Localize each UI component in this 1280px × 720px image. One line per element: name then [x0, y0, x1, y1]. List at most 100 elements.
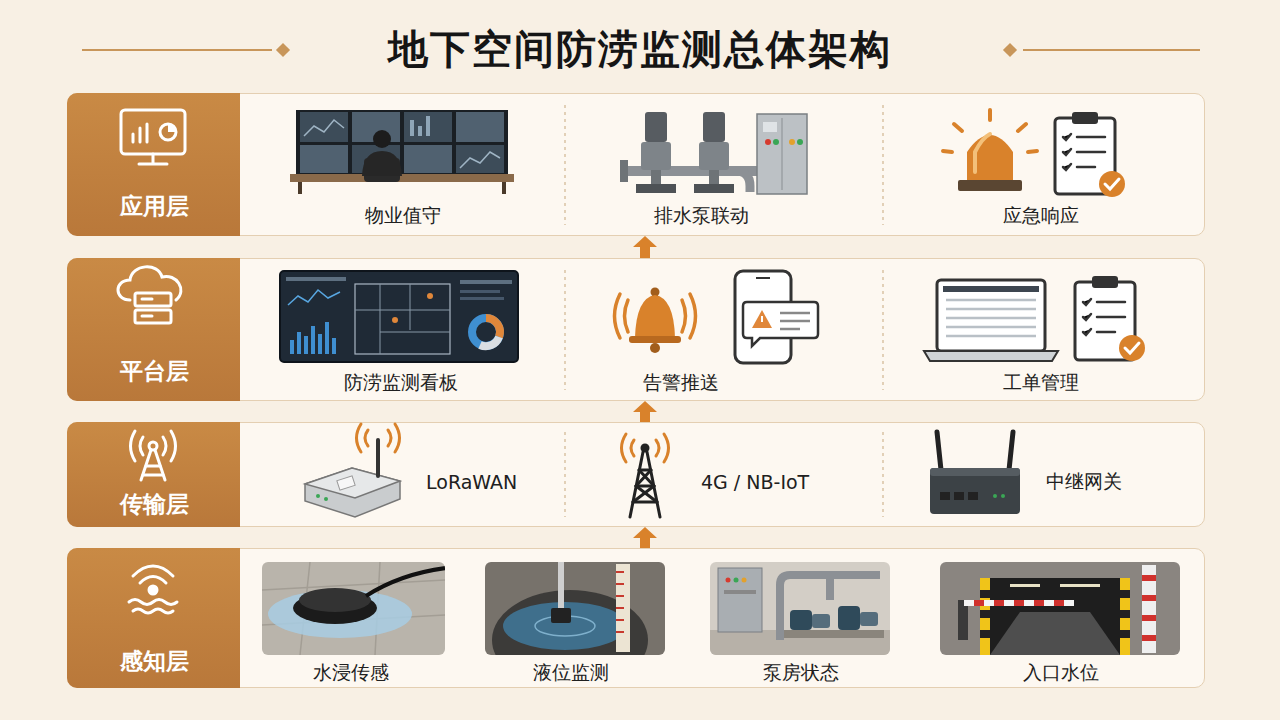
- antenna-icon: [163, 437, 166, 455]
- antenna-icon: [171, 431, 176, 461]
- pump-group: [709, 170, 719, 184]
- garage-entrance-photo: [940, 562, 1180, 655]
- cloud-server-icon: [142, 315, 152, 318]
- monitor-wall: [362, 151, 402, 176]
- monitor-wall: [300, 112, 348, 142]
- checklist-icon: [1083, 299, 1091, 305]
- antenna-icon: [146, 465, 160, 468]
- laptop-icon: [946, 317, 1036, 320]
- title-ornament: [1023, 49, 1200, 51]
- checklist-icon: [1075, 276, 1145, 361]
- item-label: 液位监测: [533, 660, 609, 686]
- column-divider: [882, 105, 884, 225]
- checklist-icon: [1077, 136, 1105, 139]
- checklist-icon: [1119, 335, 1145, 361]
- laptop-icon: [946, 308, 1036, 311]
- laptop-icon: [946, 335, 1036, 338]
- monitor-wall: [373, 130, 391, 148]
- dashboard-screen: [304, 336, 308, 354]
- checklist-icon: [1097, 331, 1115, 334]
- relay-gateway: [1009, 432, 1013, 470]
- phone-alert: [752, 310, 772, 328]
- lora-router: [395, 424, 400, 452]
- level-probe-photo: [616, 607, 624, 609]
- checklist-icon: [1097, 316, 1125, 319]
- monitor-icon: [121, 110, 185, 164]
- relay-gateway: [993, 494, 997, 498]
- water-sensor-photo: [262, 562, 445, 655]
- lora-router: [305, 468, 400, 517]
- monitor-icon: [139, 128, 142, 142]
- pump-room-photo: [724, 590, 756, 594]
- pump-room-photo: [826, 575, 834, 600]
- pump-group: [703, 112, 725, 142]
- item-label: 排水泵联动: [654, 203, 749, 229]
- checklist-icon: [1083, 299, 1125, 335]
- item-label: 泵房状态: [763, 660, 839, 686]
- relay-gateway: [930, 468, 1020, 514]
- laptop-icon: [924, 351, 1058, 361]
- pump-group: [773, 139, 779, 145]
- dashboard-screen: [280, 271, 518, 362]
- water-sensor-photo: [299, 588, 371, 612]
- checklist-icon: [1077, 151, 1105, 154]
- water-sensor-photo: [293, 592, 377, 624]
- garage-entrance-photo: [990, 612, 1120, 655]
- relay-gateway: [930, 468, 1020, 476]
- lora-router: [305, 468, 400, 498]
- antenna-icon: [143, 474, 163, 477]
- cell-tower: [622, 434, 669, 517]
- sensor-wave-icon: [129, 566, 177, 613]
- phone-alert: [735, 271, 791, 363]
- water-sensor-photo: [262, 562, 445, 655]
- pump-group: [641, 142, 671, 170]
- pump-group: [636, 184, 676, 193]
- alarm-light: [943, 110, 1037, 152]
- cell-tower: [656, 440, 659, 456]
- bell-icon: [625, 300, 629, 332]
- monitor-icon: [132, 134, 135, 142]
- garage-entrance-photo: [974, 600, 1064, 606]
- checklist-icon: [1072, 112, 1098, 124]
- item-label: 入口水位: [1023, 660, 1099, 686]
- layer-item: 4G / NB-IoT: [576, 423, 881, 528]
- column-divider: [882, 270, 884, 390]
- dashboard-screen: [355, 284, 450, 354]
- pump-group: [699, 142, 729, 170]
- dashboard-screen: [460, 297, 504, 300]
- cloud-server-icon: [135, 310, 171, 323]
- dashboard-screen: [410, 284, 411, 330]
- pump-room-photo: [726, 578, 731, 583]
- checklist-icon: [1055, 118, 1115, 194]
- monitor-wall: [426, 116, 430, 136]
- garage-entrance-photo: [958, 600, 968, 640]
- cell-tower: [647, 452, 660, 517]
- monitor-icon: [152, 154, 155, 163]
- garage-entrance-photo: [1010, 584, 1040, 587]
- garage-entrance-photo: [1142, 565, 1156, 653]
- dashboard-screen: [311, 326, 315, 354]
- garage-entrance-photo: [1142, 615, 1156, 621]
- lora-router: [316, 494, 320, 498]
- checklist-icon: [1105, 179, 1119, 189]
- pump-group: [735, 171, 750, 192]
- dashboard-screen: [486, 318, 500, 337]
- layer-item: 工单管理: [896, 259, 1186, 402]
- garage-entrance-photo: [974, 600, 984, 606]
- level-probe-photo: [551, 608, 571, 623]
- monitor-icon: [121, 110, 185, 154]
- cell-tower: [641, 444, 650, 453]
- dashboard-screen: [460, 290, 500, 293]
- column-divider: [882, 432, 884, 517]
- item-label: 4G / NB-IoT: [701, 471, 809, 493]
- level-probe-photo: [616, 619, 624, 621]
- monitor-wall: [410, 120, 414, 136]
- water-sensor-photo: [375, 562, 380, 655]
- alarm-light: [1018, 124, 1026, 131]
- pump-room-photo: [790, 610, 812, 630]
- monitor-icon: [146, 124, 149, 142]
- checklist-icon: [1083, 314, 1091, 320]
- bell-icon: [651, 288, 660, 297]
- lora-router: [357, 424, 362, 452]
